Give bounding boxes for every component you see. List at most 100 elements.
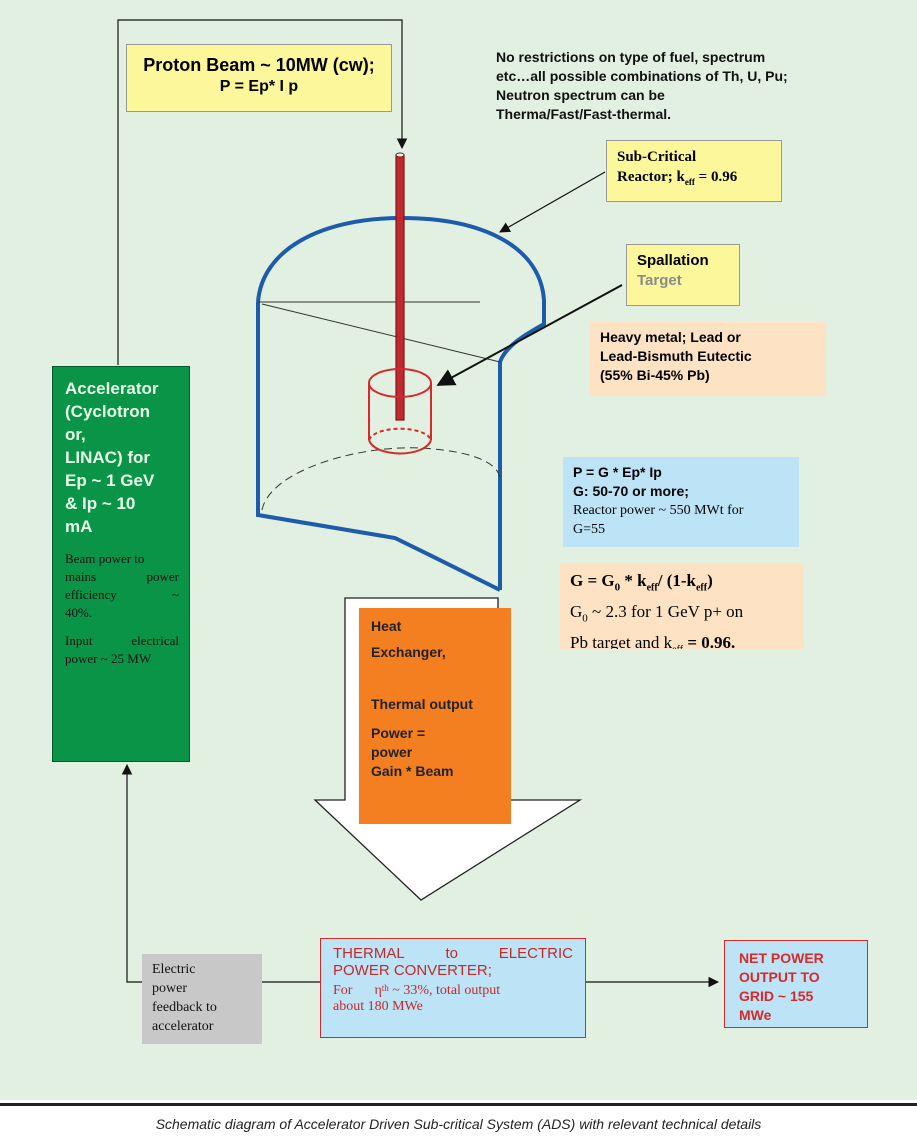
gain-eq-g0: G xyxy=(570,602,583,622)
accelerator-d3: efficiency ~ xyxy=(65,587,179,602)
gain-eq-sub-eff2: eff xyxy=(695,582,708,594)
gain-eq-l3-text: Pb target and k xyxy=(570,632,673,649)
accelerator-d6: power ~ 25 MW xyxy=(65,651,152,666)
accelerator-d4: 40%. xyxy=(65,605,93,620)
net-power-box: NET POWER OUTPUT TO GRID ~ 155 MWe xyxy=(724,940,868,1028)
subcritical-sub: eff xyxy=(684,177,695,187)
power-eq-l1: P = G * Ep* Ip xyxy=(573,464,662,480)
converter-l1a: THERMAL xyxy=(333,945,405,962)
gain-eq-denom: / (1-k xyxy=(657,571,696,590)
accelerator-d5: Input electrical xyxy=(65,633,179,648)
gain-eq-l3-sub: eff xyxy=(672,644,683,649)
gain-eq-l1: G = G0 * keff/ (1-keff) xyxy=(570,569,794,600)
accelerator-l1: Accelerator xyxy=(65,379,159,398)
proton-beam-line2: P = Ep* I p xyxy=(219,78,299,95)
heat-exchanger-l5: power xyxy=(371,744,413,760)
subcritical-line2: Reactor; keff = 0.96 xyxy=(617,167,771,192)
converter-l1: THERMAL to ELECTRIC xyxy=(333,945,573,962)
gain-eq-g: G = G xyxy=(570,571,615,590)
subcritical-arrow xyxy=(499,171,606,233)
power-eq-l3: Reactor power ~ 550 MWt for xyxy=(573,503,744,518)
accelerator-box: Accelerator (Cyclotron or, LINAC) for Ep… xyxy=(52,366,190,762)
subcritical-line1: Sub-Critical xyxy=(617,149,697,165)
vessel-bottom-dashed xyxy=(261,447,501,511)
fuel-note-line4: Therma/Fast/Fast-thermal. xyxy=(496,106,672,122)
caption-rule xyxy=(0,1103,917,1106)
vessel-section-line xyxy=(261,303,501,363)
accelerator-l7: mA xyxy=(65,517,93,536)
gain-eq-k: * k xyxy=(620,571,647,590)
gain-eq-l3-value: = 0.96. xyxy=(683,632,736,649)
accelerator-to-beam-line xyxy=(117,19,408,365)
converter-box: THERMAL to ELECTRIC POWER CONVERTER; For… xyxy=(320,938,586,1038)
gain-eq-sub-eff: eff xyxy=(646,582,658,594)
heavy-metal-line3: (55% Bi-45% Pb) xyxy=(600,367,710,383)
proton-beam-box: Proton Beam ~ 10MW (cw); P = Ep* I p xyxy=(126,44,392,112)
feedback-l2: power xyxy=(152,981,187,996)
reactor-vessel xyxy=(256,215,546,592)
accelerator-l6: & Ip ~ 10 xyxy=(65,494,136,513)
spallation-target-shape xyxy=(368,368,432,455)
feedback-box: Electric power feedback to accelerator xyxy=(142,954,262,1044)
converter-l1c: ELECTRIC xyxy=(498,945,573,962)
fuel-note-line3: Neutron spectrum can be xyxy=(496,87,665,103)
gain-eq-g0-sub: 0 xyxy=(582,612,588,625)
spallation-line2: Target xyxy=(637,272,682,289)
feedback-l4: accelerator xyxy=(152,1019,214,1034)
gain-eq-l2: G0 ~ 2.3 for 1 GeV p+ on xyxy=(570,600,794,630)
spallation-arrow xyxy=(436,284,623,386)
gain-eq-close: ) xyxy=(707,571,713,590)
converter-eta: η xyxy=(374,983,382,998)
accelerator-d1: Beam power to xyxy=(65,551,145,566)
accelerator-l5: Ep ~ 1 GeV xyxy=(65,471,155,490)
feedback-l1: Electric xyxy=(152,962,196,977)
converter-l3-text: ~ 33%, total output xyxy=(388,983,501,998)
accelerator-details: Beam power to mains power efficiency ~ 4… xyxy=(65,550,179,668)
spallation-box: Spallation Target xyxy=(626,244,740,306)
feedback-l3: feedback to xyxy=(152,1000,217,1015)
heat-exchanger-l1: Heat xyxy=(371,618,402,634)
fuel-note-line2: etc…all possible combinations of Th, U, … xyxy=(496,68,788,84)
proton-beam-line1: Proton Beam ~ 10MW (cw); xyxy=(143,55,375,75)
fuel-note-line1: No restrictions on type of fuel, spectru… xyxy=(496,49,766,65)
subcritical-value: = 0.96 xyxy=(694,169,738,185)
heat-exchanger-l4: Power = xyxy=(371,725,426,741)
heavy-metal-line1: Heavy metal; Lead or xyxy=(600,329,741,345)
gain-eq-l3: Pb target and keff = 0.96. xyxy=(570,631,794,649)
fuel-note: No restrictions on type of fuel, spectru… xyxy=(496,48,906,124)
accelerator-l4: LINAC) for xyxy=(65,448,150,467)
spallation-line1: Spallation xyxy=(637,252,709,269)
figure-caption: Schematic diagram of Accelerator Driven … xyxy=(155,1116,762,1132)
accelerator-l2: (Cyclotron xyxy=(65,402,150,421)
converter-for: For xyxy=(333,983,353,998)
heat-exchanger-box: Heat Exchanger, Thermal output Power = p… xyxy=(359,608,511,824)
subcritical-box: Sub-Critical Reactor; keff = 0.96 xyxy=(606,140,782,202)
power-eq-l4: G=55 xyxy=(573,522,606,537)
gain-eq-sub0: 0 xyxy=(614,581,621,594)
converter-l4: about 180 MWe xyxy=(333,999,423,1014)
net-power-l1: NET POWER xyxy=(739,950,824,966)
beam-tube xyxy=(395,154,405,421)
converter-l2: POWER CONVERTER; xyxy=(333,962,492,979)
accelerator-d2: mains power xyxy=(65,569,179,584)
power-equation-box: P = G * Ep* Ip G: 50-70 or more; Reactor… xyxy=(563,457,799,547)
converter-l1b: to xyxy=(445,945,458,962)
heat-exchanger-l3: Thermal output xyxy=(371,696,473,712)
gain-equation-box: G = G0 * keff/ (1-keff) G0 ~ 2.3 for 1 G… xyxy=(560,563,804,649)
net-power-l2: OUTPUT TO xyxy=(739,969,820,985)
accelerator-l3: or, xyxy=(65,425,86,444)
gain-eq-l2-text: ~ 2.3 for 1 GeV p+ on xyxy=(587,602,744,622)
converter-eta-sub: th xyxy=(381,983,389,993)
heavy-metal-box: Heavy metal; Lead or Lead-Bismuth Eutect… xyxy=(590,322,826,396)
heavy-metal-line2: Lead-Bismuth Eutectic xyxy=(600,348,752,364)
subcritical-k: Reactor; k xyxy=(617,169,685,185)
heat-exchanger-l2: Exchanger, xyxy=(371,644,446,660)
diagram-canvas: Proton Beam ~ 10MW (cw); P = Ep* I p No … xyxy=(0,0,917,1100)
feedback-to-accelerator-line xyxy=(121,763,142,983)
accelerator-title: Accelerator (Cyclotron or, LINAC) for Ep… xyxy=(65,377,179,538)
net-power-l4: MWe xyxy=(739,1007,772,1023)
net-power-l3: GRID ~ 155 xyxy=(739,988,814,1004)
heat-exchanger-l6: Gain * Beam xyxy=(371,763,454,779)
power-eq-l2: G: 50-70 or more; xyxy=(573,483,689,499)
